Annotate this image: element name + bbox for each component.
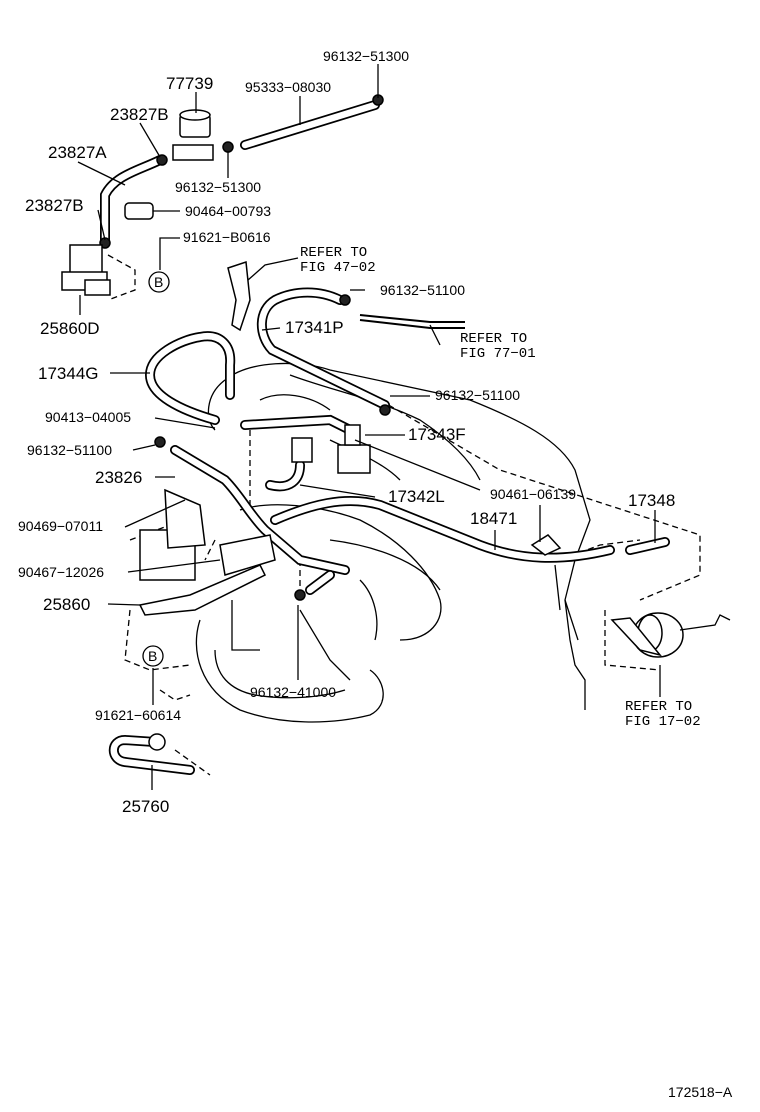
label-90461-06139: 90461−06139 bbox=[490, 486, 576, 502]
label-23827b-top: 23827B bbox=[110, 105, 169, 124]
label-refer-17-line2: FIG 17−02 bbox=[625, 714, 701, 730]
label-90469-07011: 90469−07011 bbox=[18, 518, 103, 534]
label-17341p: 17341P bbox=[285, 318, 344, 337]
label-25760: 25760 bbox=[122, 797, 169, 816]
label-96132-51300-mid: 96132−51300 bbox=[175, 179, 261, 195]
label-90464-00793: 90464−00793 bbox=[185, 203, 271, 219]
label-96132-51100-top: 96132−51100 bbox=[380, 282, 465, 298]
label-91621-b0616: 91621−B0616 bbox=[183, 229, 271, 245]
label-refer-77-line1: REFER TO bbox=[460, 331, 527, 347]
callout-circle-b-bottom bbox=[142, 645, 164, 667]
label-96132-51300-top: 96132−51300 bbox=[323, 48, 409, 64]
label-77739: 77739 bbox=[166, 74, 213, 93]
label-17348: 17348 bbox=[628, 491, 675, 510]
leader-lines bbox=[77, 64, 661, 790]
label-96132-51100-left: 96132−51100 bbox=[27, 442, 112, 458]
label-23827a: 23827A bbox=[48, 143, 107, 162]
label-96132-41000: 96132−41000 bbox=[250, 684, 336, 700]
label-17344g: 17344G bbox=[38, 364, 99, 383]
label-90413-04005: 90413−04005 bbox=[45, 409, 131, 425]
label-refer-17-line1: REFER TO bbox=[625, 699, 692, 715]
label-25860d: 25860D bbox=[40, 319, 100, 338]
label-callout-b-top: B bbox=[154, 274, 163, 290]
callout-circle-b-top bbox=[148, 271, 170, 293]
label-96132-51100-mid: 96132−51100 bbox=[435, 387, 520, 403]
label-callout-b-bottom: B bbox=[148, 648, 157, 664]
label-91621-60614: 91621−60614 bbox=[95, 707, 181, 723]
label-refer-47-line2: FIG 47−02 bbox=[300, 260, 376, 276]
label-refer-47-line1: REFER TO bbox=[300, 245, 367, 261]
label-17342l: 17342L bbox=[388, 487, 445, 506]
label-18471: 18471 bbox=[470, 509, 517, 528]
label-23827b-bottom: 23827B bbox=[25, 196, 84, 215]
label-23826: 23826 bbox=[95, 468, 142, 487]
label-95333-08030: 95333−08030 bbox=[245, 79, 331, 95]
label-refer-77-line2: FIG 77−01 bbox=[460, 346, 536, 362]
figure-number: 172518−A bbox=[668, 1084, 733, 1100]
label-25860: 25860 bbox=[43, 595, 90, 614]
hoses bbox=[100, 100, 670, 775]
components bbox=[61, 94, 731, 751]
label-17343f: 17343F bbox=[408, 425, 466, 444]
label-90467-12026: 90467−12026 bbox=[18, 564, 104, 580]
part-labels: 96132−51300 77739 95333−08030 23827B 238… bbox=[18, 48, 733, 1100]
